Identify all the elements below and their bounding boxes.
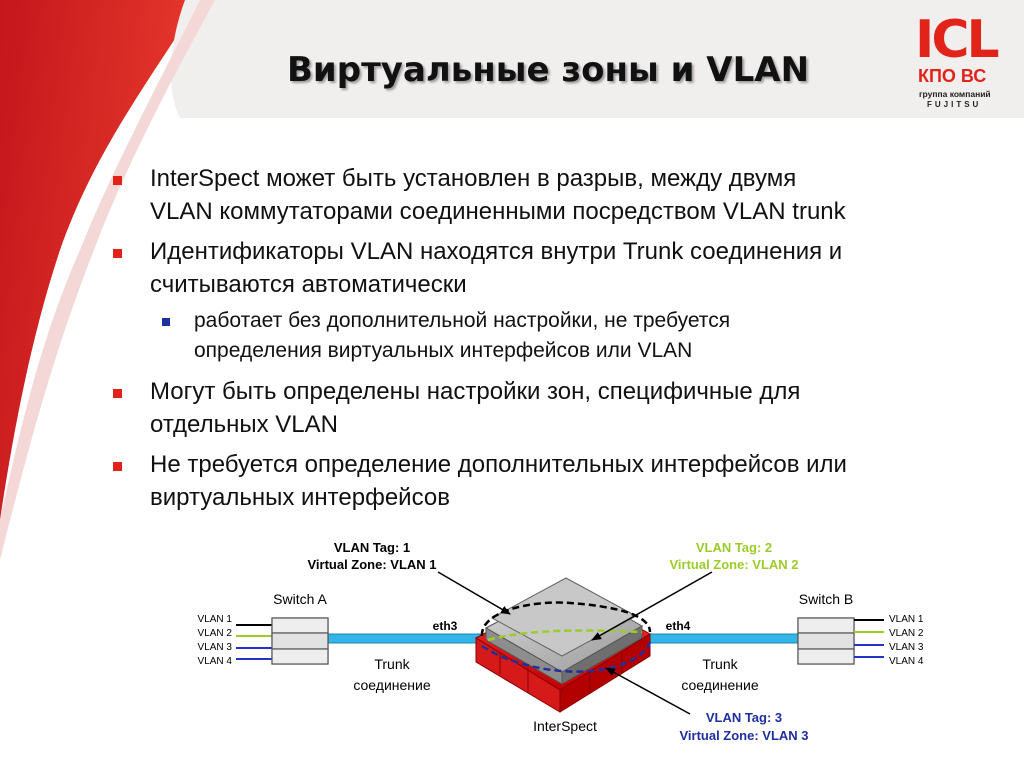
bullet-line: Идентификаторы VLAN находятся внутри Tru…: [150, 238, 843, 265]
vlan-label-b: VLAN 2: [889, 628, 924, 639]
trunk-left-line: [327, 633, 489, 644]
bullet-line: Могут быть определены настройки зон, спе…: [150, 378, 801, 405]
vlan-label-a: VLAN 2: [198, 628, 233, 639]
bullet-item: Могут быть определены настройки зон, спе…: [110, 375, 990, 441]
vlan-label-a: VLAN 1: [198, 614, 233, 625]
trunk-right-line: [631, 633, 799, 644]
callout2-arrow: [591, 571, 713, 641]
red-swoosh: [0, 0, 200, 520]
trunk-right-label: соединение: [681, 677, 758, 693]
red-bullet-icon: [113, 389, 122, 398]
sub-bullet-item: работает без дополнительной настройки, н…: [110, 306, 990, 366]
bullet-line: виртуальных интерфейсов: [150, 484, 450, 511]
bullet-line: VLAN коммутаторами соединенными посредст…: [150, 198, 846, 225]
blue-bullet-icon: [162, 318, 170, 326]
callout1-zone: Virtual Zone: VLAN 1: [307, 557, 436, 572]
bullet-item: InterSpect может быть установлен в разры…: [110, 162, 990, 228]
callout1-arrow: [437, 571, 511, 615]
bullet-line: работает без дополнительной настройки, н…: [194, 309, 731, 332]
slide-title: Виртуальные зоны и VLAN: [287, 50, 810, 90]
callout3-arrow: [605, 667, 691, 715]
logo-kpo: КПО ВС: [918, 66, 987, 86]
header-band: [170, 0, 1024, 118]
callout2-zone: Virtual Zone: VLAN 2: [669, 557, 798, 572]
vlan-label-b: VLAN 1: [889, 614, 924, 625]
switch-a: [271, 617, 329, 665]
network-diagram: VLAN Tag: 1 Virtual Zone: VLAN 1 VLAN Ta…: [198, 540, 924, 743]
red-bullet-icon: [113, 462, 122, 471]
interspect-label: InterSpect: [533, 718, 597, 734]
logo-group-text: группа компаний: [919, 89, 991, 99]
red-bullet-icon: [113, 249, 122, 258]
logo-fujitsu: FUJITSU: [927, 100, 982, 109]
logo-icl: ICL: [915, 10, 1000, 70]
vlan-label-b: VLAN 3: [889, 642, 924, 653]
bullet-line: Не требуется определение дополнительных …: [150, 451, 847, 478]
callout3-zone: Virtual Zone: VLAN 3: [679, 728, 808, 743]
vlan-label-b: VLAN 4: [889, 656, 924, 667]
callout1-tag: VLAN Tag: 1: [334, 540, 410, 555]
switch-a-label: Switch A: [273, 591, 327, 607]
bullet-line: InterSpect может быть установлен в разры…: [150, 165, 797, 192]
vlan2-path: [487, 629, 643, 642]
interspect-device: [475, 577, 651, 713]
bullet-item: Не требуется определение дополнительных …: [110, 448, 990, 514]
bullet-list: InterSpect может быть установлен в разры…: [110, 162, 990, 521]
callout3-tag: VLAN Tag: 3: [706, 710, 782, 725]
trunk-right-label: Trunk: [702, 656, 738, 672]
callout2-tag: VLAN Tag: 2: [696, 540, 772, 555]
trunk-left-label: соединение: [353, 677, 430, 693]
eth3-label: eth3: [433, 619, 458, 633]
company-logo: ICL КПО ВС группа компаний FUJITSU: [905, 10, 1015, 110]
vlan-label-a: VLAN 3: [198, 642, 233, 653]
bullet-item: Идентификаторы VLAN находятся внутри Tru…: [110, 235, 990, 301]
eth4-label: eth4: [666, 619, 691, 633]
vlan-label-a: VLAN 4: [198, 656, 233, 667]
vlan3-path: [481, 641, 652, 673]
bullet-line: отдельных VLAN: [150, 411, 338, 438]
red-bullet-icon: [113, 176, 122, 185]
bullet-line: считываются автоматически: [150, 271, 467, 298]
switch-b: [797, 617, 855, 665]
trunk-left-label: Trunk: [374, 656, 410, 672]
switch-b-label: Switch B: [799, 591, 853, 607]
vlan1-path: [480, 601, 652, 637]
bullet-line: определения виртуальных интерфейсов или …: [194, 339, 693, 362]
